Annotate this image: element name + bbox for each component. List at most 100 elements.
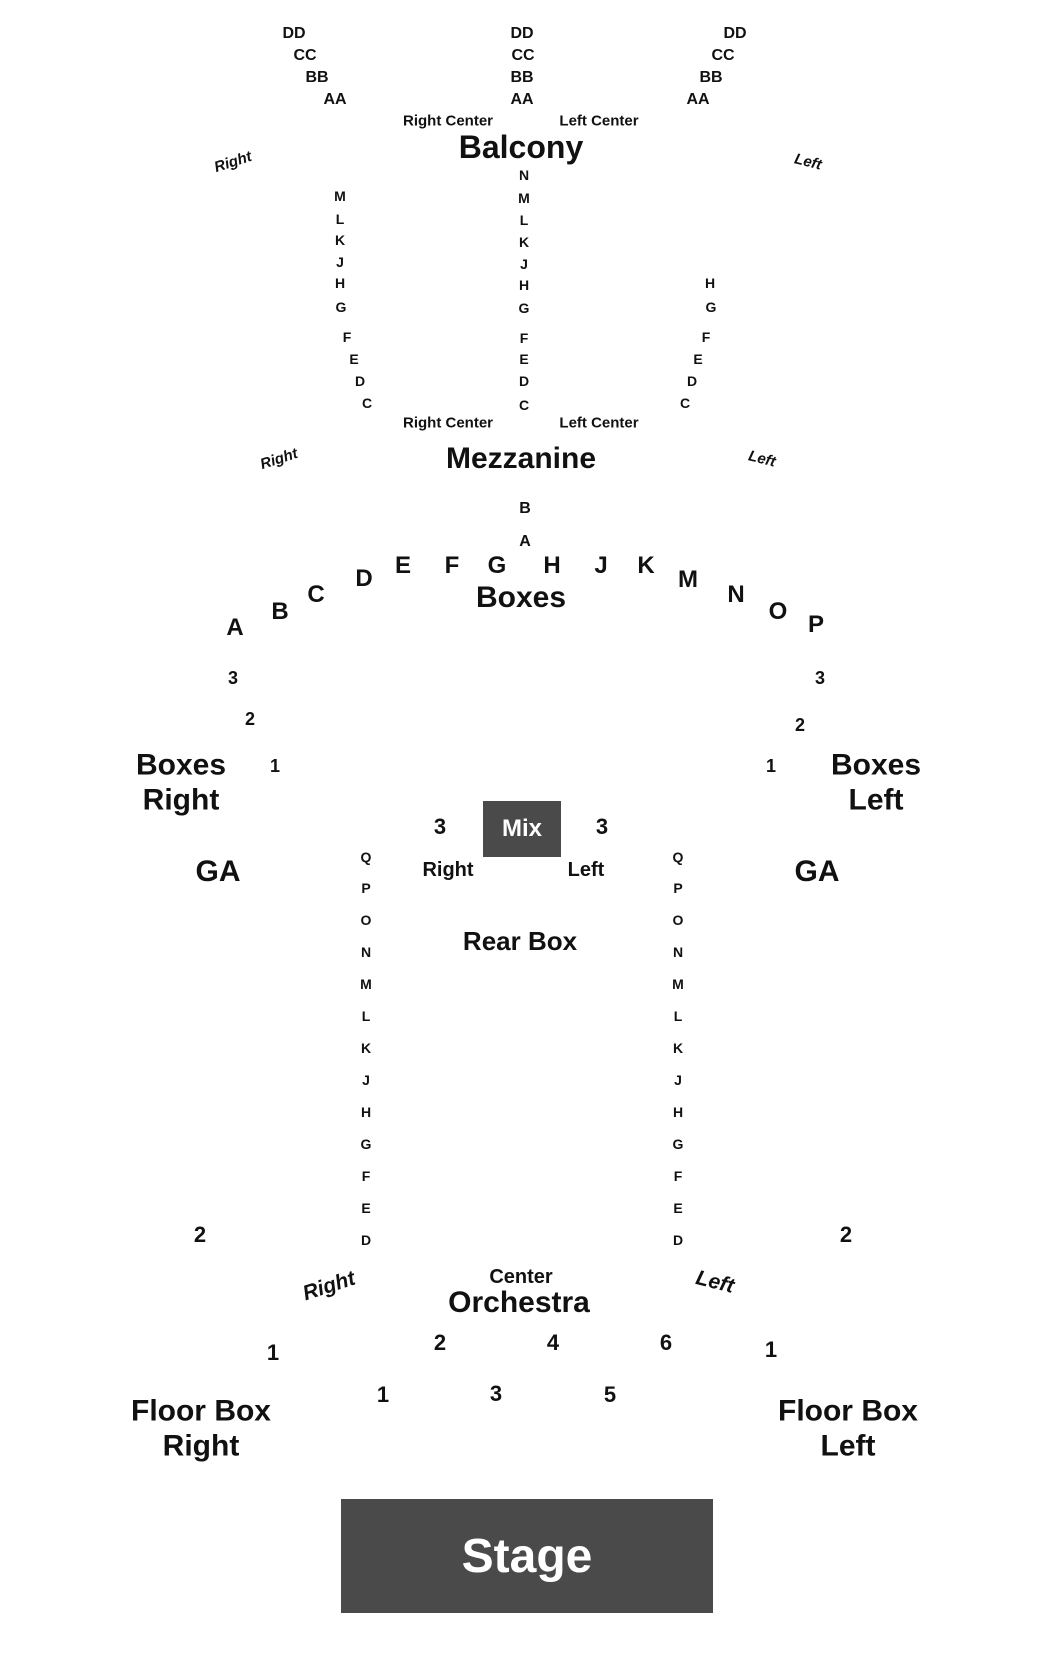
orch-right-row-n: N: [360, 944, 372, 960]
orch-left-row-f: F: [673, 1168, 683, 1184]
orch-right-row-g: G: [360, 1136, 372, 1152]
orch-left-row-n: N: [672, 944, 684, 960]
box-letter-j: J: [594, 552, 608, 579]
mezz-left-row-f: F: [701, 329, 711, 345]
orch-right-row-q: Q: [360, 849, 372, 865]
rear-box-left-label: Left: [567, 859, 605, 881]
mezz-right-row-k: K: [334, 232, 346, 248]
mezz-right-center-label: Right Center: [403, 414, 493, 432]
orch-right-row-f: F: [361, 1168, 371, 1184]
floor-box-left-number-2: 2: [839, 1222, 853, 1247]
boxes-left-title-line1: Boxes: [830, 748, 922, 782]
orch-side-left: Left: [693, 1266, 737, 1298]
orch-right-row-k: K: [360, 1040, 372, 1056]
box-letter-f: F: [444, 552, 460, 579]
mezz-center-row-j: J: [520, 256, 528, 272]
box-letter-b: B: [271, 598, 289, 625]
orch-left-row-d: D: [672, 1232, 684, 1248]
mezz-front-row-b: B: [519, 500, 531, 517]
box-letter-g: G: [487, 552, 507, 579]
orch-right-row-h: H: [360, 1104, 372, 1120]
balcony-title: Balcony: [458, 129, 584, 165]
box-letter-d: D: [355, 565, 373, 592]
stage-block: Stage: [341, 1499, 713, 1613]
boxes-right-number-3: 3: [227, 668, 239, 688]
mezz-right-row-g: G: [335, 299, 347, 315]
orch-right-row-o: O: [360, 912, 372, 928]
boxes-left-title: Boxes Left: [831, 749, 921, 818]
floor-box-left-title-line2: Left: [820, 1429, 876, 1462]
rear-box-title: Rear Box: [462, 926, 578, 956]
mezz-right-row-h: H: [334, 275, 346, 291]
box-letter-o: O: [768, 598, 788, 625]
orch-left-row-j: J: [674, 1072, 682, 1088]
mezz-right-row-j: J: [336, 254, 344, 270]
box-letter-p: P: [807, 611, 825, 638]
mezz-right-row-c: C: [361, 395, 373, 411]
boxes-right-title-line1: Boxes: [135, 748, 227, 782]
mix-block[interactable]: Mix: [483, 801, 561, 857]
floor-box-right-title-line1: Floor Box: [131, 1394, 271, 1428]
orch-right-row-p: P: [361, 880, 371, 896]
mezz-left-center-label: Left Center: [559, 414, 639, 432]
mezz-center-row-l: L: [519, 212, 529, 228]
orch-right-row-l: L: [361, 1008, 371, 1024]
orch-side-right: Right: [299, 1266, 359, 1306]
boxes-right-title: Boxes Right: [136, 749, 226, 818]
boxes-right-number-2: 2: [244, 709, 256, 729]
mezz-side-right: Right: [258, 444, 300, 474]
boxes-right-number-1: 1: [269, 756, 281, 776]
orchestra-title: Orchestra: [448, 1286, 590, 1319]
mezz-left-row-h: H: [704, 275, 716, 291]
boxes-left-number-2: 2: [794, 715, 806, 735]
ga-right-label: GA: [195, 855, 241, 888]
orch-left-row-o: O: [672, 912, 684, 928]
mezz-side-left: Left: [746, 447, 778, 471]
boxes-left-number-1: 1: [765, 756, 777, 776]
box-letter-a: A: [226, 614, 244, 641]
mezz-right-row-e: E: [349, 351, 359, 367]
orch-left-row-h: H: [672, 1104, 684, 1120]
box-letter-e: E: [394, 552, 412, 579]
mezz-center-row-c: C: [518, 397, 530, 413]
orch-left-row-l: L: [673, 1008, 683, 1024]
rear-box-left-number: 3: [595, 814, 609, 839]
balcony-center-row-aa: AA: [510, 91, 534, 108]
balcony-left-center-label: Left Center: [559, 112, 639, 130]
boxes-title: Boxes: [475, 581, 567, 614]
mezz-right-row-d: D: [354, 373, 366, 389]
box-letter-h: H: [543, 552, 561, 579]
rear-box-right-label: Right: [422, 859, 474, 881]
balcony-side-left: Left: [792, 150, 824, 174]
balcony-left-row-dd: DD: [723, 25, 747, 42]
mezz-center-row-k: K: [518, 234, 530, 250]
mezz-center-row-g: G: [518, 300, 530, 316]
mezz-left-row-d: D: [686, 373, 698, 389]
mezz-left-row-e: E: [693, 351, 703, 367]
balcony-center-row-dd: DD: [510, 25, 534, 42]
box-letter-c: C: [307, 581, 325, 608]
mezz-center-row-f: F: [519, 330, 529, 346]
orch-number-2: 2: [433, 1330, 447, 1355]
orch-number-4: 4: [546, 1330, 560, 1355]
floor-box-right-title: Floor Box Right: [131, 1395, 271, 1464]
orch-left-row-g: G: [672, 1136, 684, 1152]
boxes-left-number-3: 3: [814, 668, 826, 688]
box-letter-m: M: [678, 566, 698, 593]
mezz-left-row-g: G: [705, 299, 717, 315]
mezz-center-row-d: D: [518, 373, 530, 389]
orch-right-row-e: E: [361, 1200, 371, 1216]
mezz-front-row-a: A: [519, 533, 531, 550]
balcony-left-row-bb: BB: [699, 69, 723, 86]
mezz-right-row-f: F: [342, 329, 352, 345]
floor-box-left-title-line1: Floor Box: [778, 1394, 918, 1428]
orch-right-row-m: M: [360, 976, 372, 992]
balcony-left-row-aa: AA: [686, 91, 710, 108]
mezz-right-row-m: M: [334, 188, 346, 204]
mezz-center-row-m: M: [518, 190, 530, 206]
orch-left-row-p: P: [673, 880, 683, 896]
floor-box-left-title: Floor Box Left: [778, 1395, 918, 1464]
ga-left-label: GA: [794, 855, 840, 888]
orch-right-row-j: J: [362, 1072, 370, 1088]
